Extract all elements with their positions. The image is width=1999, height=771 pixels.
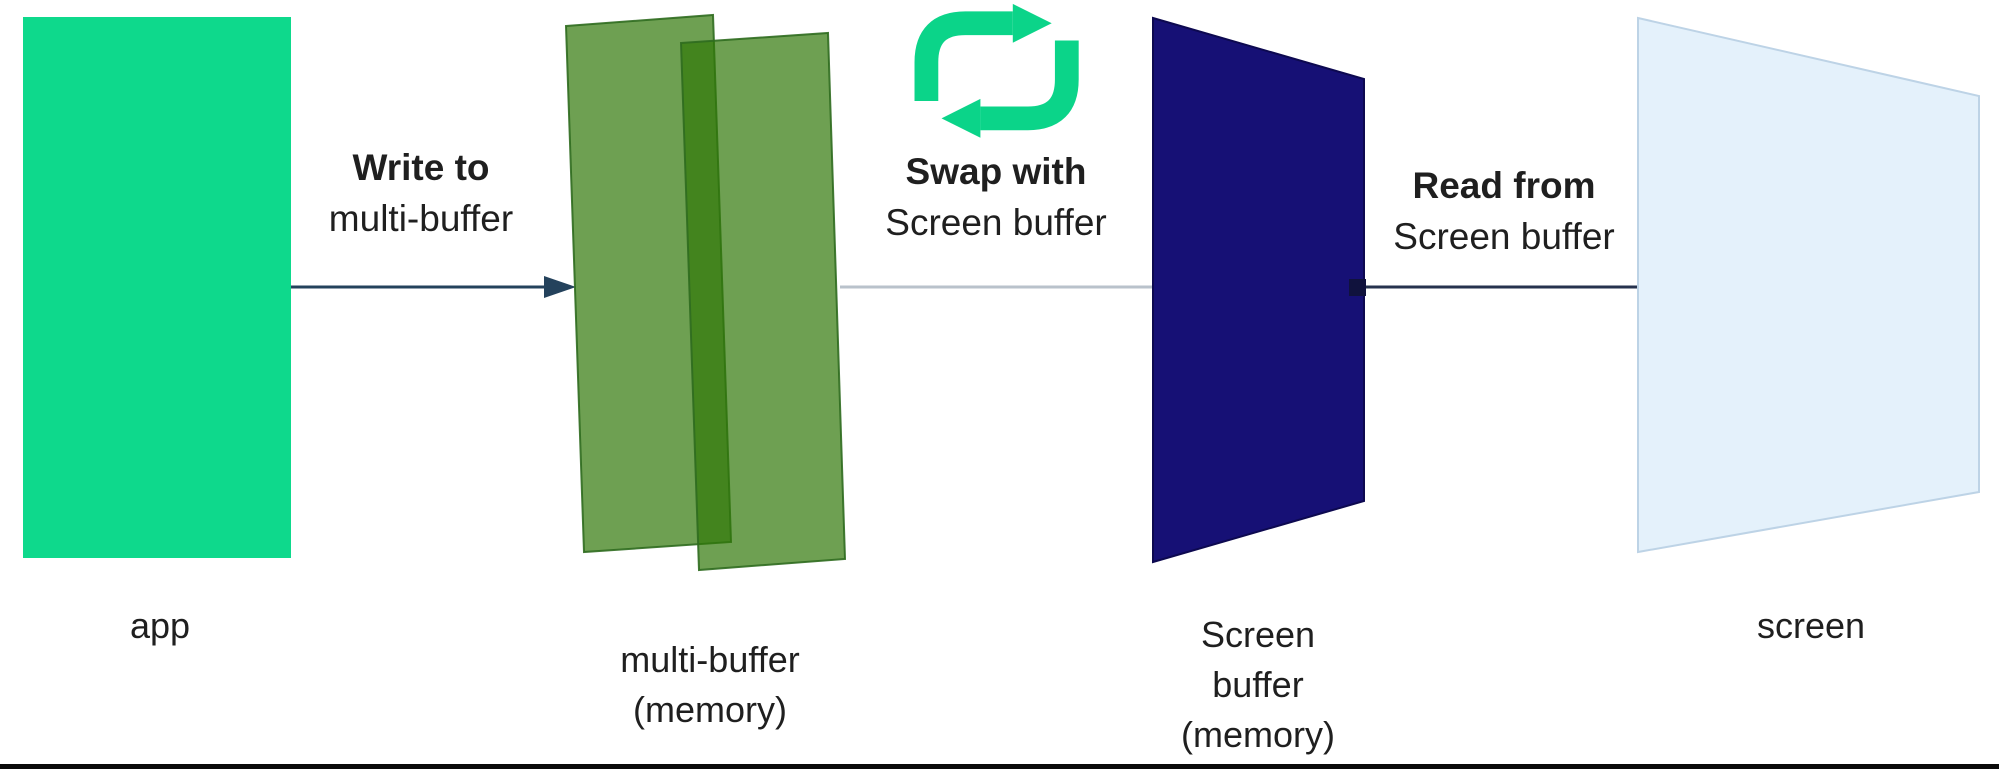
screen-node-label: screen	[1756, 605, 1866, 646]
write-arrow	[291, 276, 576, 298]
screen-buffer-node-label: Screen buffer (memory)	[1181, 610, 1335, 760]
write-edge-label: Write to multi-buffer	[329, 142, 513, 244]
multi-buffer-node-label: multi-buffer (memory)	[620, 635, 799, 735]
swap-edge-label-bold: Swap with	[905, 151, 1087, 192]
app-node-label: app	[129, 605, 191, 646]
read-edge-label-bold: Read from	[1412, 165, 1596, 206]
read-connector-square-marker	[1349, 279, 1366, 296]
multi-buffer-shape	[564, 13, 847, 572]
multi-buffer-node-label-line1: multi-buffer	[620, 639, 800, 680]
swap-cycle-icon-top-arrowhead	[1012, 3, 1052, 43]
read-edge-label: Read from Screen buffer	[1393, 160, 1614, 262]
swap-edge-label: Swap with Screen buffer	[885, 146, 1106, 248]
swap-edge-label-rest: Screen buffer	[885, 202, 1107, 243]
multi-buffer-node-label-line2: (memory)	[633, 689, 787, 730]
write-edge-label-bold: Write to	[352, 147, 490, 188]
multi-buffer-front-page	[679, 31, 847, 572]
app-shape	[23, 17, 291, 558]
swap-cycle-icon-bottom-arc	[980, 40, 1079, 131]
screen-buffer-shape	[1152, 16, 1365, 564]
write-arrow-head	[544, 276, 576, 298]
screen-buffer-node-label-line2: buffer	[1212, 664, 1304, 705]
read-edge-label-rest: Screen buffer	[1393, 216, 1615, 257]
write-edge-label-rest: multi-buffer	[328, 198, 514, 239]
screen-buffer-node-label-line3: (memory)	[1181, 714, 1335, 755]
bottom-border-line	[0, 764, 1999, 769]
swap-cycle-icon	[914, 3, 1079, 138]
screen-shape	[1637, 16, 1980, 554]
screen-buffer-node-label-line1: Screen	[1200, 614, 1316, 655]
swap-cycle-icon-top-arc	[914, 11, 1013, 102]
swap-cycle-icon-bottom-arrowhead	[941, 98, 981, 138]
read-connector	[1349, 279, 1638, 296]
